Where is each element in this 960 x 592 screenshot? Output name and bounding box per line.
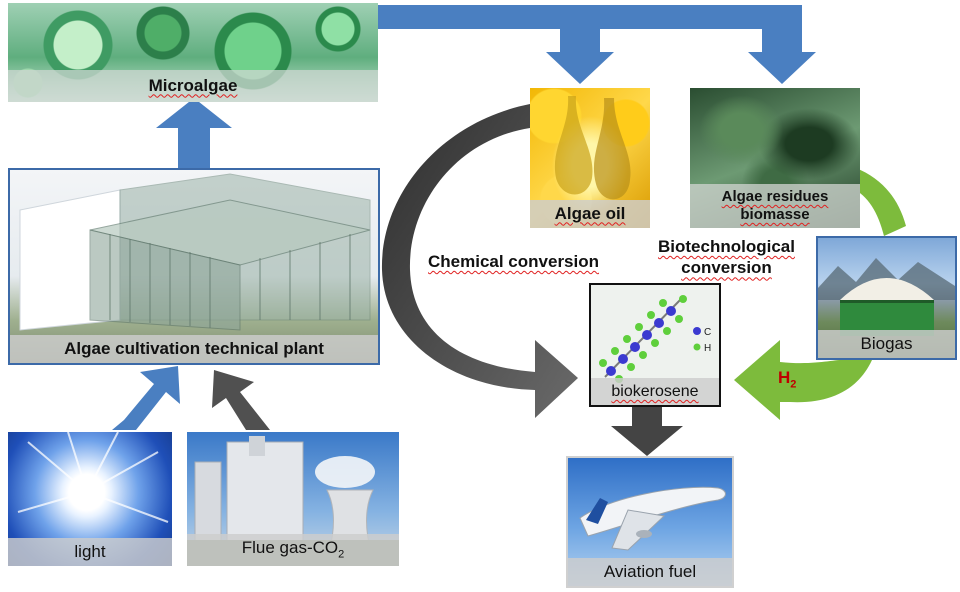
algae-oil-label: Algae oil [554, 203, 626, 223]
hydrogen-legend-dot [693, 343, 701, 351]
algae-oil-node: Algae oil [530, 88, 650, 228]
arrow-residues-to-biogas [852, 168, 906, 236]
biotech-line-1: Biotechnological [658, 237, 795, 256]
cultivation-plant-node: Algae cultivation technical plant [8, 168, 380, 365]
aviation-fuel-label: Aviation fuel [603, 561, 697, 581]
light-node: light [8, 432, 172, 566]
arrow-plant-to-microalgae [156, 98, 232, 168]
carbon-legend-dot [693, 327, 701, 335]
cultivation-plant-label: Algae cultivation technical plant [64, 338, 324, 358]
arrow-biogas-to-biokerosene-h2 [734, 340, 872, 420]
algae-residues-node: Algae residues biomasse [690, 88, 860, 228]
arrow-chemical-conversion [381, 104, 578, 418]
oil-drop-icon [554, 96, 631, 200]
algae-residues-label: Algae residues biomasse [721, 188, 829, 223]
chemical-conversion-label: Chemical conversion [428, 252, 600, 271]
light-label: light [74, 541, 106, 561]
microalgae-node: Microalgae [8, 3, 378, 102]
h2-label: H2 [778, 368, 797, 391]
arrow-fluegas-to-plant [212, 370, 270, 430]
biokerosene-node: C H biokerosene [589, 283, 721, 407]
biotech-line-2: conversion [681, 258, 772, 278]
biokerosene-label: biokerosene [611, 382, 699, 400]
sun-icon [17, 432, 169, 523]
biogas-label: Biogas [860, 333, 913, 353]
aviation-fuel-node: Aviation fuel [566, 456, 734, 588]
airplane-icon [579, 486, 726, 551]
carbon-legend: C [704, 327, 711, 338]
biogas-node: Biogas [816, 236, 957, 360]
biotechnological-conversion-label: Biotechnological conversion [658, 236, 795, 279]
biogas-tank-icon [818, 258, 955, 336]
flue-gas-subscript: 2 [338, 548, 345, 561]
arrow-biokerosene-to-aviation [611, 405, 683, 456]
arrow-light-to-plant [112, 366, 180, 430]
flue-gas-node: Flue gas-CO2 [187, 432, 399, 566]
hydrogen-legend: H [704, 343, 711, 354]
greenhouse-icon [19, 173, 371, 331]
microalgae-label: Microalgae [148, 75, 238, 95]
arrow-microalgae-to-products [378, 5, 816, 84]
flue-gas-label: Flue gas-CO [241, 538, 339, 558]
molecule-icon: C H [599, 295, 711, 383]
